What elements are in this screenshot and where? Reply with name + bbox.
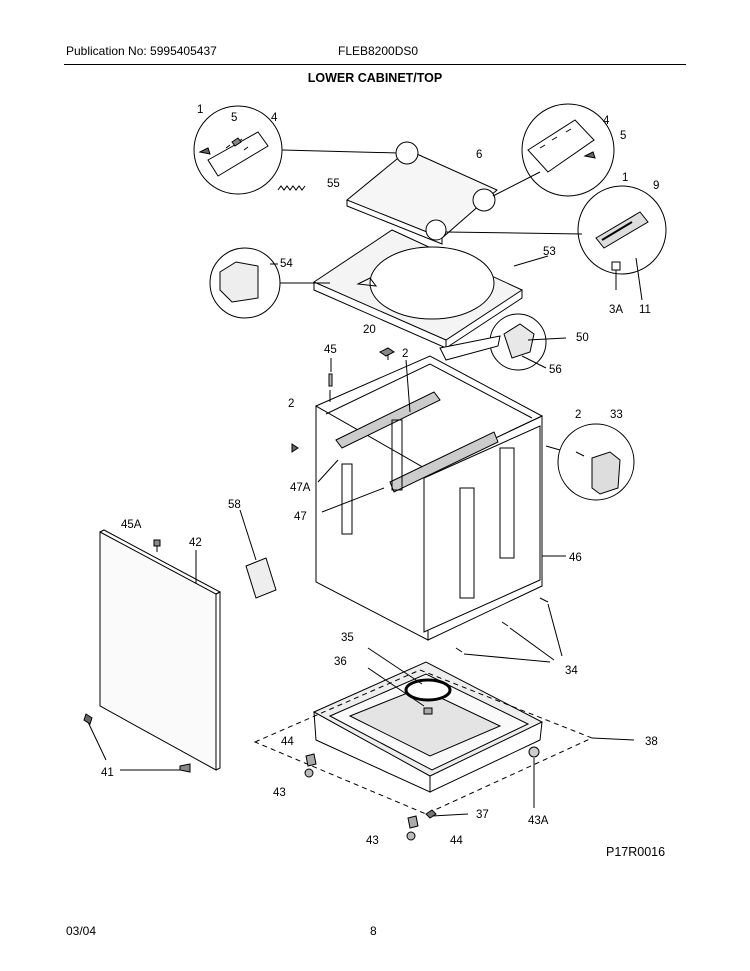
callout-1-right: 1: [622, 172, 628, 184]
callout-2-right: 2: [575, 409, 581, 421]
detail-bubble-bleach-cup: [209, 247, 330, 319]
callout-45A: 45A: [121, 519, 142, 531]
callout-46: 46: [569, 552, 582, 564]
detail-bubble-terminal: [545, 423, 635, 501]
footer-date: 03/04: [66, 924, 97, 938]
detail-bubble-lid-switch: [577, 185, 667, 301]
callout-5: 5: [231, 112, 237, 124]
callout-5-right: 5: [620, 130, 626, 142]
callout-6: 6: [476, 149, 482, 161]
callout-53: 53: [543, 246, 556, 258]
publication-number: Publication No: 5995405437: [66, 44, 217, 58]
callout-43A: 43A: [528, 815, 549, 827]
callout-44: 44: [281, 736, 294, 748]
callout-34: 34: [565, 665, 578, 677]
callout-44-bottom: 44: [450, 835, 463, 847]
callout-3A: 3A: [609, 304, 623, 316]
callout-4: 4: [271, 112, 278, 124]
callout-58: 58: [228, 499, 241, 511]
diagram-reference: P17R0016: [606, 845, 665, 859]
callout-56: 56: [549, 364, 562, 376]
header-rule: [64, 64, 686, 65]
lid: [346, 141, 583, 245]
front-panel: [83, 529, 222, 773]
callout-41: 41: [101, 767, 114, 779]
callout-47A: 47A: [290, 482, 311, 494]
page-title: LOWER CABINET/TOP: [307, 71, 443, 85]
detail-bubble-hinge-left: [193, 105, 399, 195]
model-number: FLEB8200DS0: [338, 44, 419, 58]
callout-11: 11: [639, 304, 651, 316]
base: [253, 597, 635, 841]
page-number: 8: [370, 924, 377, 938]
top-panel: [312, 229, 549, 349]
callout-1: 1: [197, 104, 203, 116]
callout-43-bottom: 43: [366, 835, 379, 847]
callout-20: 20: [363, 324, 376, 336]
callout-2-top: 2: [402, 348, 408, 360]
callout-33: 33: [610, 409, 623, 421]
callout-36: 36: [334, 656, 347, 668]
callout-50: 50: [576, 332, 589, 344]
label-panel: [239, 509, 277, 599]
callout-4-right: 4: [603, 115, 610, 127]
callout-37: 37: [476, 809, 489, 821]
callout-2-left: 2: [288, 398, 294, 410]
detail-bubble-hinge-right: [521, 103, 615, 197]
detail-bubble-lock: [439, 313, 567, 371]
callout-43: 43: [273, 787, 286, 799]
callout-55: 55: [327, 178, 340, 190]
callout-42: 42: [189, 537, 202, 549]
spring: [277, 185, 306, 191]
cabinet: [291, 347, 566, 641]
callout-35: 35: [341, 632, 354, 644]
callout-38: 38: [645, 736, 658, 748]
callout-9: 9: [653, 180, 659, 192]
callout-54: 54: [280, 258, 293, 270]
callout-47: 47: [294, 511, 307, 523]
callout-45: 45: [324, 344, 337, 356]
